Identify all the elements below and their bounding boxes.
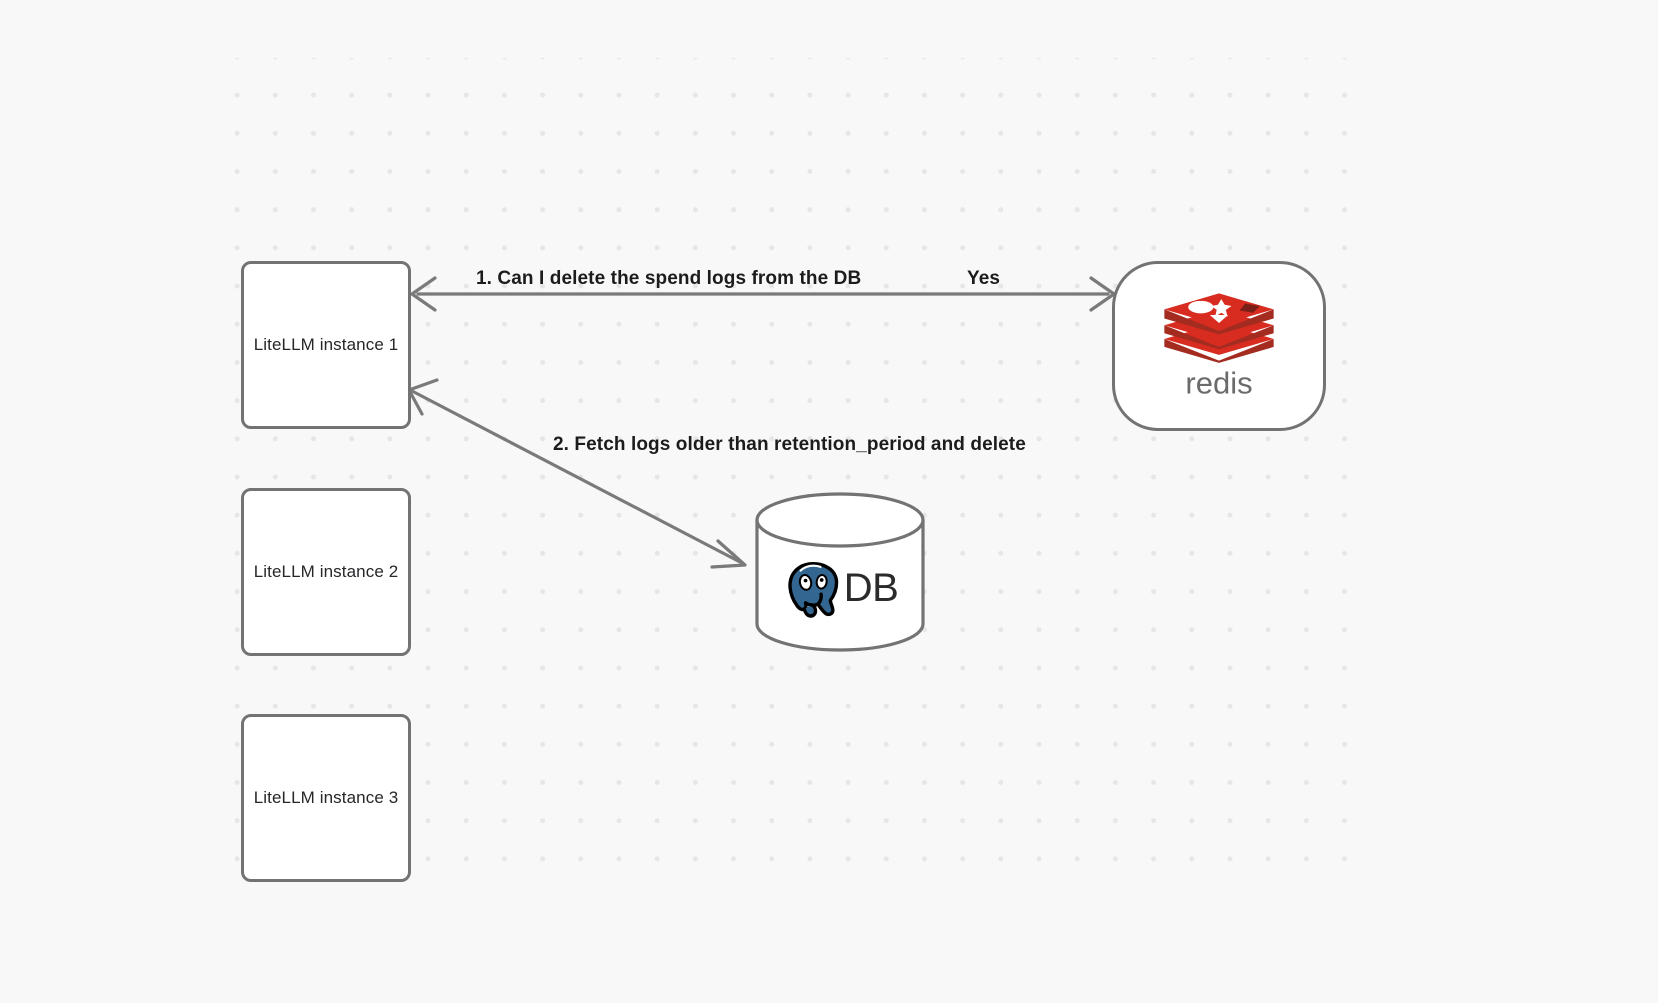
edge-instance1-db	[407, 378, 747, 569]
litellm-instance-1-node[interactable]: LiteLLM instance 1	[241, 261, 411, 429]
postgres-db-node[interactable]: DB	[754, 492, 926, 652]
edge-label-step-2: 2. Fetch logs older than retention_perio…	[553, 434, 1026, 455]
postgresql-elephant-icon	[788, 562, 838, 618]
redis-wordmark-icon: redis	[1185, 366, 1252, 401]
litellm-instance-3-label: LiteLLM instance 3	[253, 788, 399, 807]
arrowhead-to-redis	[1089, 276, 1116, 312]
arrowhead-to-db	[710, 539, 747, 569]
arrowhead-to-instance1	[410, 276, 437, 312]
redis-node[interactable]: redis	[1112, 261, 1326, 431]
redis-wordmark-text: redis	[1185, 366, 1252, 401]
edge-label-step-1: 1. Can I delete the spend logs from the …	[476, 268, 862, 289]
database-label: DB	[843, 566, 899, 610]
litellm-instance-2-node[interactable]: LiteLLM instance 2	[241, 488, 411, 656]
redis-logo-icon	[1164, 293, 1274, 363]
litellm-instance-2-label: LiteLLM instance 2	[253, 562, 399, 581]
database-node-content: DB	[754, 544, 926, 632]
edge-label-redis-reply: Yes	[967, 268, 1001, 289]
litellm-instance-1-label: LiteLLM instance 1	[253, 335, 399, 354]
arrowhead-to-instance1-from-db	[407, 378, 439, 416]
database-cylinder-shape	[755, 492, 925, 652]
litellm-instance-3-node[interactable]: LiteLLM instance 3	[241, 714, 411, 882]
